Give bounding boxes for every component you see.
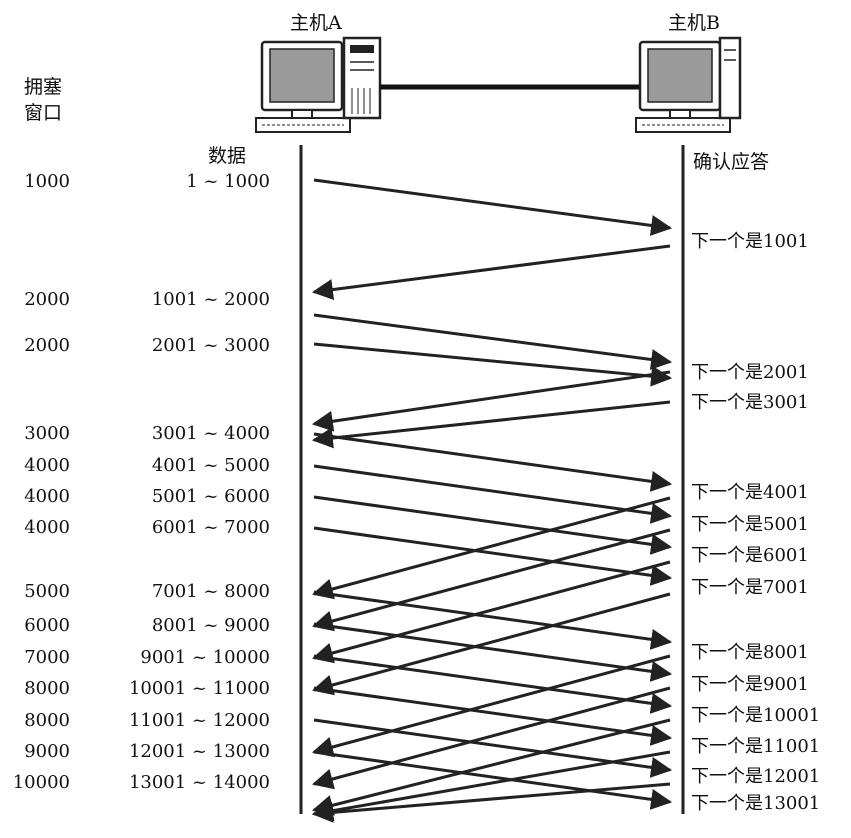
ack-message: 下一个是10001 bbox=[691, 705, 821, 726]
data-segment-arrow bbox=[313, 526, 673, 586]
ack-arrow bbox=[311, 782, 671, 823]
cwnd-value: 1000 bbox=[24, 171, 70, 192]
ack-message: 下一个是7001 bbox=[691, 577, 809, 598]
ack-arrow bbox=[311, 592, 671, 696]
ack-message: 下一个是6001 bbox=[691, 545, 809, 566]
ack-arrow bbox=[311, 400, 671, 449]
ack-message: 下一个是8001 bbox=[691, 642, 809, 663]
cwnd-value: 7000 bbox=[24, 647, 70, 668]
ack-message: 下一个是2001 bbox=[691, 362, 809, 383]
data-range: 13001 ~ 14000 bbox=[128, 772, 270, 793]
ack-arrow bbox=[311, 244, 671, 300]
data-range: 9001 ~ 10000 bbox=[140, 647, 270, 668]
data-segment-arrow bbox=[313, 464, 673, 524]
ack-message: 下一个是12001 bbox=[691, 766, 821, 787]
host-a-label: 主机A bbox=[290, 12, 342, 34]
ack-arrow bbox=[311, 528, 671, 632]
cwnd-value: 8000 bbox=[24, 710, 70, 731]
data-range: 7001 ~ 8000 bbox=[151, 581, 270, 602]
data-segment-arrow bbox=[313, 432, 673, 492]
cwnd-value: 5000 bbox=[24, 581, 70, 602]
ack-message: 下一个是1001 bbox=[691, 231, 809, 252]
ack-message: 下一个是9001 bbox=[691, 674, 809, 695]
data-label: 数据 bbox=[208, 145, 247, 167]
cwnd-value: 8000 bbox=[24, 678, 70, 699]
data-range: 11001 ~ 12000 bbox=[128, 710, 270, 731]
ack-arrow bbox=[311, 654, 671, 758]
data-segment-arrow bbox=[313, 178, 673, 236]
ack-arrow bbox=[311, 750, 671, 822]
cwnd-value: 9000 bbox=[24, 741, 70, 762]
cwnd-value: 6000 bbox=[24, 615, 70, 636]
cwnd-value: 2000 bbox=[24, 335, 70, 356]
ack-message: 下一个是4001 bbox=[691, 482, 809, 503]
ack-message: 下一个是3001 bbox=[691, 392, 809, 413]
cwnd-value: 4000 bbox=[24, 455, 70, 476]
ack-message: 下一个是5001 bbox=[691, 514, 809, 535]
cwnd-value: 4000 bbox=[24, 517, 70, 538]
cwnd-value: 2000 bbox=[24, 289, 70, 310]
data-segment-arrow bbox=[313, 495, 673, 555]
data-segment-arrow bbox=[313, 686, 673, 746]
host-b-label: 主机B bbox=[668, 12, 720, 34]
data-range: 1001 ~ 2000 bbox=[151, 289, 270, 310]
cwnd-value: 10000 bbox=[12, 772, 70, 793]
arrows-layer bbox=[311, 178, 673, 823]
data-range: 8001 ~ 9000 bbox=[151, 615, 270, 636]
cwnd-value: 4000 bbox=[24, 486, 70, 507]
ack-arrow bbox=[311, 370, 671, 432]
cwnd-label-line2: 窗口 bbox=[24, 102, 63, 124]
data-range: 6001 ~ 7000 bbox=[151, 517, 270, 538]
ack-arrow bbox=[311, 718, 671, 816]
ack-arrow bbox=[311, 686, 671, 790]
ack-arrow bbox=[311, 560, 671, 664]
data-segment-arrow bbox=[313, 622, 673, 682]
data-range: 3001 ~ 4000 bbox=[151, 423, 270, 444]
data-segment-arrow bbox=[313, 750, 673, 810]
ack-arrow bbox=[311, 496, 671, 600]
ack-message: 下一个是13001 bbox=[691, 793, 821, 814]
host-b-computer-icon bbox=[635, 36, 742, 133]
data-range: 2001 ~ 3000 bbox=[151, 335, 270, 356]
data-segment-arrow bbox=[313, 313, 673, 370]
data-range: 5001 ~ 6000 bbox=[151, 486, 270, 507]
cwnd-label-line1: 拥塞 bbox=[24, 76, 63, 98]
data-range: 10001 ~ 11000 bbox=[128, 678, 270, 699]
data-segment-arrow bbox=[313, 654, 673, 714]
ack-label: 确认应答 bbox=[693, 151, 770, 173]
cwnd-value: 3000 bbox=[24, 423, 70, 444]
data-range: 4001 ~ 5000 bbox=[151, 455, 270, 476]
ack-message: 下一个是11001 bbox=[691, 736, 821, 757]
data-range: 1 ~ 1000 bbox=[186, 171, 270, 192]
data-range: 12001 ~ 13000 bbox=[128, 741, 270, 762]
data-segment-arrow bbox=[313, 590, 673, 650]
data-segment-arrow bbox=[313, 342, 673, 387]
host-a-computer-icon bbox=[255, 36, 382, 133]
